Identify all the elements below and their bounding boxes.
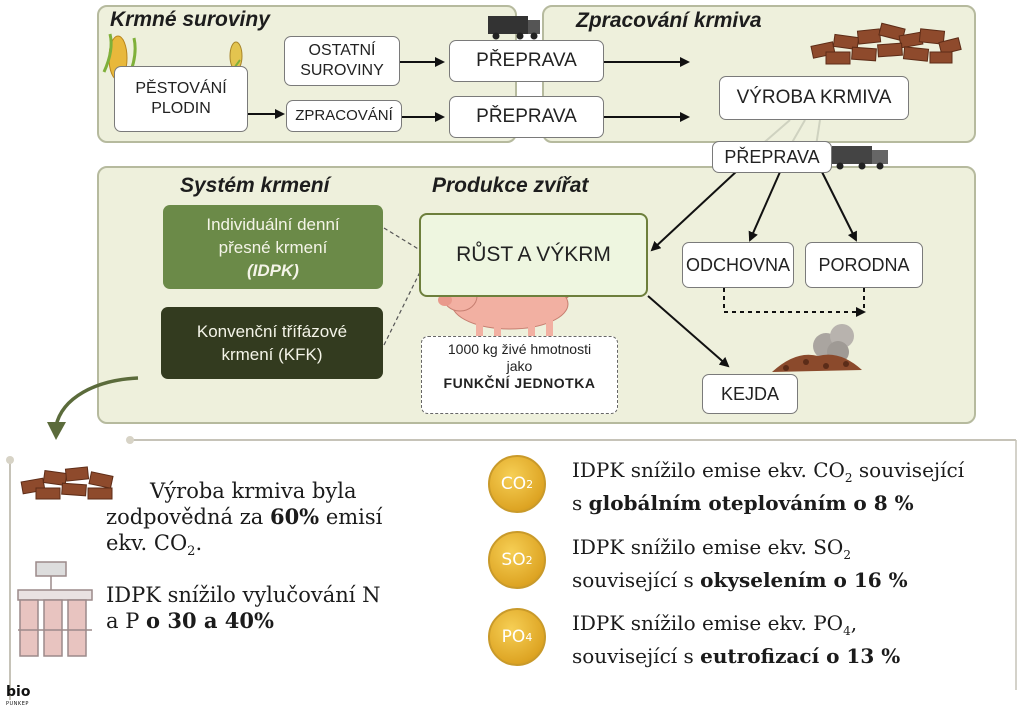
result-feed-text: Výroba krmiva byla zodpovědná za 60% emi…	[106, 478, 466, 565]
result-po4-line2: související s	[572, 644, 701, 668]
result-feed-percent: 60%	[269, 504, 320, 529]
processing-label: ZPRACOVÁNÍ	[295, 107, 393, 124]
arrow-to-rearing	[748, 171, 781, 242]
result-po4-text: IDPK snížilo emise ekv. PO4, související…	[572, 611, 1012, 669]
processing-box: ZPRACOVÁNÍ	[286, 100, 402, 132]
animal-production-title: Produkce zvířat	[432, 174, 589, 197]
functional-unit-line1: 1000 kg živé hmotnosti	[447, 341, 592, 357]
result-so2-sub: 2	[843, 548, 851, 562]
crop-growing-label: PĚSTOVÁNÍ PLODIN	[135, 80, 227, 117]
result-po4-line1-end: ,	[850, 611, 858, 635]
truck-icon-top	[488, 16, 540, 40]
arrow-growth-to-slurry	[647, 295, 730, 368]
crop-growing-box: PĚSTOVÁNÍ PLODIN	[114, 66, 248, 132]
dotted-arrow-to-slurry	[723, 288, 866, 317]
logo-line1: bio	[6, 684, 31, 700]
transport-label-1: PŘEPRAVA	[476, 50, 577, 71]
idpk-abbrev: (IDPK)	[247, 260, 299, 280]
feed-production-box: VÝROBA KRMIVA	[719, 76, 909, 120]
result-feed-line2: zodpovědná za	[106, 505, 270, 529]
result-so2-line1: IDPK snížilo emise ekv. SO	[572, 535, 844, 559]
other-materials-label: OSTATNÍ SUROVINY	[300, 42, 384, 79]
slurry-box: KEJDA	[702, 374, 798, 414]
result-co2-text: IDPK snížilo emise ekv. CO2 související …	[572, 458, 1012, 516]
result-feed-sub: 2	[187, 544, 196, 560]
result-so2-bold: okyselením o 16 %	[700, 568, 908, 592]
result-feed-line2-end: emisí	[319, 505, 383, 529]
feed-pellets-illustration	[810, 22, 962, 65]
transport-label-2: PŘEPRAVA	[476, 106, 577, 127]
biopunker-logo: bio PUNKEP	[6, 684, 46, 710]
slurry-illustration	[772, 324, 862, 372]
other-materials-box: OSTATNÍ SUROVINY	[284, 36, 400, 86]
functional-unit-line3: FUNKČNÍ JEDNOTKA	[443, 375, 596, 391]
farrowing-label: PORODNA	[818, 255, 910, 275]
so2-coin-sub: 2	[525, 553, 533, 567]
result-feed-line3-end: .	[195, 531, 203, 555]
feeder-station-illustration	[17, 561, 93, 657]
po4-coin-sub: 4	[525, 630, 533, 644]
idpk-box: Individuální denní přesné krmení (IDPK)	[163, 205, 383, 289]
result-co2-line2: s	[572, 491, 589, 515]
functional-unit-box: 1000 kg živé hmotnosti jako FUNKČNÍ JEDN…	[421, 336, 618, 414]
po4-coin-label: PO	[501, 627, 526, 647]
result-so2-text: IDPK snížilo emise ekv. SO2 související …	[572, 535, 1012, 593]
result-co2-line1-end: související	[852, 458, 965, 482]
rearing-box: ODCHOVNA	[682, 242, 794, 288]
transport-box-2: PŘEPRAVA	[449, 96, 604, 138]
logo-line2: PUNKEP	[6, 701, 29, 707]
slurry-label: KEJDA	[720, 384, 780, 404]
result-po4-line1: IDPK snížilo emise ekv. PO	[572, 611, 844, 635]
farrowing-box: PORODNA	[805, 242, 923, 288]
result-feed-line1: Výroba krmiva byla	[150, 479, 357, 503]
truck-icon-mid	[832, 146, 888, 170]
co2-coin-sub: 2	[526, 477, 534, 491]
transport-box-3: PŘEPRAVA	[712, 141, 832, 173]
arrow-to-growth	[650, 169, 739, 252]
growth-fattening-box: RŮST A VÝKRM	[419, 213, 648, 297]
feeding-system-title: Systém krmení	[180, 174, 330, 197]
feed-pellets-small-illustration	[20, 466, 114, 500]
result-excretion-line2: a P	[106, 609, 147, 633]
growth-fattening-label: RŮST A VÝKRM	[456, 243, 611, 266]
transport-box-1: PŘEPRAVA	[449, 40, 604, 82]
kfk-label: Konvenční třífázové krmení (KFK)	[196, 322, 348, 364]
kfk-box: Konvenční třífázové krmení (KFK)	[161, 307, 383, 379]
co2-coin-label: CO	[500, 474, 527, 494]
result-excretion-text: IDPK snížilo vylučování N a P o 30 a 40%	[106, 582, 446, 634]
transport-label-3: PŘEPRAVA	[724, 147, 820, 167]
so2-coin-label: SO	[501, 550, 526, 570]
feed-processing-panel	[542, 5, 976, 143]
feed-materials-title: Krmné suroviny	[110, 8, 270, 31]
idpk-label: Individuální denní přesné krmení	[206, 214, 340, 257]
result-co2-sub: 2	[844, 471, 853, 485]
result-co2-bold: globálním oteplováním o 8 %	[588, 491, 914, 515]
functional-unit-line2: jako	[506, 358, 533, 374]
result-co2-line1: IDPK snížilo emise ekv. CO	[572, 458, 845, 482]
feed-production-label: VÝROBA KRMIVA	[736, 87, 892, 108]
result-feed-line3: ekv. CO	[106, 531, 188, 555]
feed-processing-title: Zpracování krmiva	[576, 9, 762, 32]
result-excretion-line1: IDPK snížilo vylučování N	[106, 583, 381, 607]
arrow-to-farrowing	[821, 171, 857, 242]
result-po4-sub: 4	[843, 624, 851, 638]
rearing-label: ODCHOVNA	[685, 255, 790, 275]
result-so2-line2: související s	[572, 568, 701, 592]
result-excretion-values: o 30 a 40%	[146, 608, 274, 633]
result-po4-bold: eutrofizací o 13 %	[700, 644, 901, 668]
